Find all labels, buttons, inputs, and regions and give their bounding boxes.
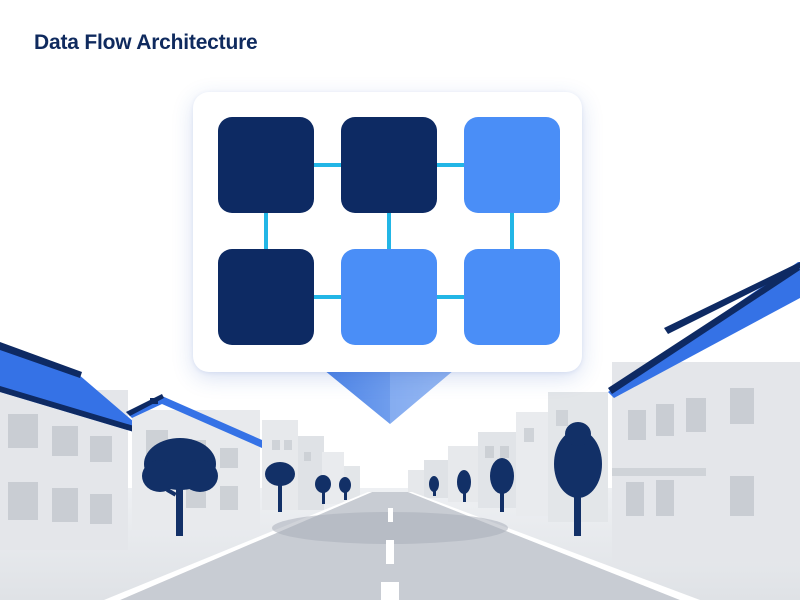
pointer-arrow-highlight: [390, 370, 454, 424]
node-r1-c3: [464, 117, 560, 213]
tree-icon: [142, 422, 602, 536]
architecture-card: [193, 92, 582, 372]
node-r2-c2: [341, 249, 437, 345]
diagram-title: Data Flow Architecture: [34, 31, 258, 54]
node-r1-c1: [218, 117, 314, 213]
house-right-near: [608, 262, 800, 562]
node-r2-c3: [464, 249, 560, 345]
node-r1-c2: [341, 117, 437, 213]
node-grid: [218, 117, 560, 345]
pointer-arrow-icon: [324, 370, 454, 424]
road-icon: [104, 492, 700, 600]
house-left-near: [0, 342, 134, 550]
node-r2-c1: [218, 249, 314, 345]
